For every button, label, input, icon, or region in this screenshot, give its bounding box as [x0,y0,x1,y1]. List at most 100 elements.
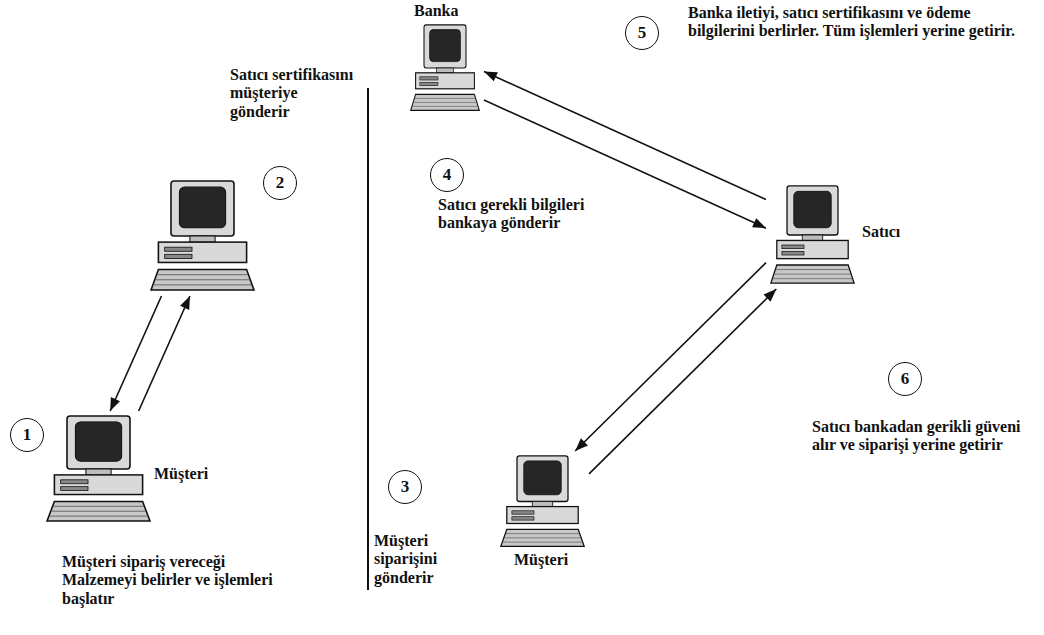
message-arrow [575,263,766,451]
key-row [157,274,247,275]
key-row [51,511,146,512]
screen [794,191,831,227]
key-row [412,106,478,107]
screen [75,422,121,461]
computer-icon [46,415,151,523]
step-text: Müşteri siparişini gönderir [374,532,464,587]
drive-slot [512,511,534,514]
computer-label: Satıcı [862,223,900,241]
arrow-line [575,263,766,451]
key-row [776,269,849,270]
computer-node: Banka [410,24,480,112]
key-row [503,542,583,543]
arrow-head [752,218,766,228]
computer-label: Banka [414,2,458,20]
step-text: Müşteri sipariş vereceği Malzemeyi belir… [62,553,287,608]
key-row [504,537,581,538]
key-row [153,284,252,285]
arrow-line [589,289,776,474]
key-row [53,506,143,507]
key-row [49,516,148,517]
computer-icon [150,180,255,292]
drive-slot [420,82,438,85]
system-unit [158,242,246,262]
screen [430,30,461,62]
monitor [67,416,130,469]
screen [524,461,561,495]
arrow-head [575,438,588,451]
key-row [773,278,853,279]
drive-slot [61,487,88,491]
monitor-stand [86,469,111,475]
key-row [155,279,250,280]
arrow-head [180,296,190,310]
drive-slot [782,251,804,255]
callout-circle: 2 [263,166,297,200]
drive-slot [61,480,88,484]
callout-circle: 3 [388,470,422,504]
computer-node: Satıcı [770,185,855,285]
callout-circle: 4 [430,158,464,192]
callout-number: 2 [276,173,285,193]
monitor [171,181,234,236]
drive-slot [165,254,192,258]
key-row [774,274,851,275]
callout-circle: 1 [10,418,44,452]
computer-node: Müşteri [500,455,585,548]
keyboard [771,265,854,283]
arrow-head [764,289,777,302]
step-text: Satıcı gerekli bilgileri bankaya gönderi… [438,196,613,233]
computer-icon [770,185,855,285]
monitor [787,186,838,235]
message-arrow [589,289,776,474]
keyboard [47,501,150,521]
computer-label: Müşteri [514,551,568,569]
callout-number: 3 [401,477,410,497]
monitor-stand [437,68,454,73]
arrow-head [110,397,120,411]
monitor-stand [190,236,215,242]
drive-slot [512,517,534,520]
drive-slot [420,77,438,80]
key-row [415,98,475,99]
computer-node: Satıcı sertifikasını müşteriye gönderir [150,180,255,292]
callout-number: 6 [901,369,910,389]
computer-icon [410,24,480,112]
arrow-head [484,71,498,81]
monitor [517,456,568,502]
screen [179,187,225,228]
callout-number: 5 [638,23,647,43]
callout-number: 1 [23,425,32,445]
callout-circle: 5 [625,16,659,50]
computer-node: Müşteri [46,415,151,523]
message-arrow [139,296,190,411]
keyboard [151,270,254,290]
key-row [414,102,477,103]
drive-slot [782,245,804,249]
arrow-line [110,296,161,411]
system-unit [507,507,578,524]
callout-number: 4 [443,165,452,185]
arrow-line [484,71,766,199]
step-text: Satıcı sertifikasını müşteriye gönderir [230,66,360,121]
monitor [424,25,466,68]
arrow-line [139,296,190,411]
drive-slot [165,247,192,251]
keyboard [501,529,584,546]
message-arrow [110,296,161,411]
step-text: Banka iletiyi, satıcı sertifikasını ve ö… [688,4,1018,41]
message-arrow [484,71,766,199]
system-unit [416,73,475,89]
computer-label: Müşteri [154,465,208,483]
computer-icon [500,455,585,548]
system-unit [777,240,848,258]
key-row [506,533,579,534]
monitor-stand [532,502,552,507]
callout-circle: 6 [888,362,922,396]
monitor-stand [802,235,822,240]
divider-line [367,88,369,590]
step-text: Satıcı bankadan gerikli güveni alır ve s… [812,418,1037,455]
system-unit [54,475,142,495]
keyboard [411,94,480,110]
